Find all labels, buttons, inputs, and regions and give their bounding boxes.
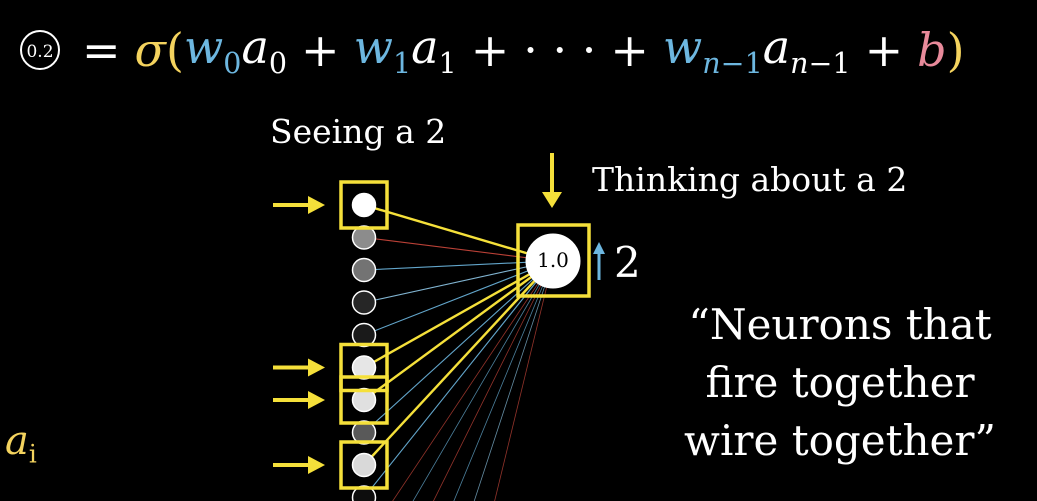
highlight-box <box>339 375 389 425</box>
input-neuron <box>351 290 377 315</box>
strong-connection-line <box>363 259 554 369</box>
input-neuron <box>351 387 377 413</box>
faint-connection-line <box>453 260 554 501</box>
weak-connection-line <box>363 236 554 262</box>
sigma-symbol: σ <box>134 23 166 77</box>
equals-sign: = <box>82 23 121 77</box>
activation-symbol-ai: ai <box>5 418 37 469</box>
output-neuron-box <box>516 223 591 298</box>
faint-connection-line <box>433 260 554 501</box>
input-neuron <box>351 452 377 478</box>
weak-connection-line <box>363 260 554 304</box>
plus-sign: + <box>864 23 904 77</box>
weight-wn-1: wn−1 <box>662 20 763 80</box>
highlight-box <box>339 342 389 393</box>
faint-connection-line <box>412 260 554 501</box>
strong-connection-line <box>363 260 554 401</box>
ellipsis: · · · <box>523 23 597 77</box>
weight-w0: w0 <box>183 20 242 80</box>
strong-connection-line <box>363 203 554 263</box>
faint-connection-line <box>494 260 554 501</box>
input-neuron <box>351 322 377 348</box>
activation-an-1: an−1 <box>762 20 851 80</box>
close-paren: ) <box>946 23 965 77</box>
plus-sign: + <box>610 23 649 77</box>
increase-arrow-icon <box>593 242 605 280</box>
faint-connection-line <box>392 260 554 501</box>
input-neuron <box>351 485 377 501</box>
thinking-arrow-icon <box>542 153 562 208</box>
weak-connection-line <box>363 260 554 336</box>
output-neuron <box>525 233 581 289</box>
output-activation-value: 1.0 <box>537 248 569 272</box>
open-paren: ( <box>165 23 184 77</box>
input-arrow-icon <box>273 358 325 377</box>
input-neuron <box>351 225 377 250</box>
quote-line-1: “Neurons that <box>688 300 992 349</box>
thinking-label: Thinking about a 2 <box>592 160 908 199</box>
activation-badge: 0.2 <box>20 30 60 70</box>
input-arrow-icon <box>273 196 325 214</box>
input-arrow-icon <box>273 391 325 409</box>
input-arrow-icon <box>273 456 325 474</box>
weak-connection-line <box>363 260 554 498</box>
weak-connection-line <box>363 260 554 433</box>
weak-connection-line <box>363 260 554 271</box>
quote-line-2: fire together <box>705 358 975 407</box>
highlight-box <box>339 440 389 490</box>
weight-w1: w1 <box>353 20 412 80</box>
digit-label: 2 <box>614 238 641 287</box>
input-neuron <box>351 192 377 218</box>
faint-connection-line <box>473 260 554 501</box>
input-neuron <box>351 420 377 445</box>
activation-formula: 0.2 = σ ( w0 a0 + w1 a1 + · · · + wn−1 a… <box>20 14 965 86</box>
strong-connection-line <box>363 260 554 466</box>
plus-sign: + <box>470 23 510 77</box>
hebbian-quote: “Neurons that fire together wire togethe… <box>650 296 1030 470</box>
input-neuron <box>351 355 377 380</box>
highlight-box <box>339 180 389 230</box>
plus-sign: + <box>301 23 340 77</box>
input-neuron <box>351 257 377 283</box>
activation-a0: a0 <box>241 20 288 80</box>
activation-a1: a1 <box>411 20 457 80</box>
bias-b: b <box>917 23 947 77</box>
seeing-label: Seeing a 2 <box>270 112 447 151</box>
quote-line-3: wire together” <box>684 416 996 465</box>
